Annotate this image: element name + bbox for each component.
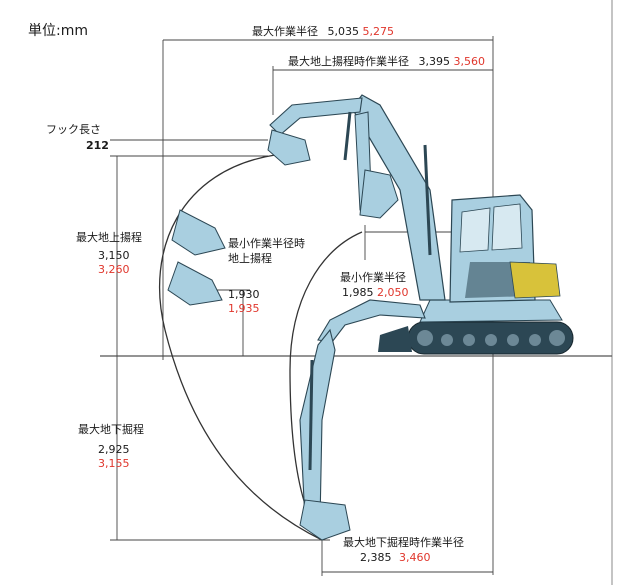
min-working-radius-alt: 2,050: [377, 286, 409, 299]
bucket-bottom: [299, 499, 351, 541]
max-lift-height-alt: 3,260: [98, 263, 130, 276]
arm-lowered: [299, 328, 336, 523]
max-reach-ground-std: 3,395: [418, 55, 451, 68]
dozer-blade: [378, 326, 412, 352]
unit-label: 単位:mm: [28, 23, 88, 39]
bucket-top: [267, 129, 311, 166]
bucket-mid-1: [171, 209, 226, 256]
max-dig-reach-alt: 3,460: [399, 551, 431, 564]
max-reach-std: 5,035: [327, 25, 360, 38]
max-dig-depth-std: 2,925: [98, 443, 130, 456]
min-radius-height-std: 1,930: [228, 288, 260, 301]
max-reach-alt: 5,275: [362, 25, 395, 38]
max-lift-height-caption: 最大地上揚程: [76, 231, 142, 244]
max-dig-reach-std: 2,385: [360, 551, 392, 564]
max-reach-label: 最大作業半径 5,035 5,275: [252, 26, 394, 37]
excavator-machine: [167, 94, 574, 541]
min-radius-height-caption-1: 最小作業半径時: [228, 237, 305, 250]
hook-length-caption: フック長さ: [46, 123, 101, 136]
min-radius-height-alt: 1,935: [228, 302, 260, 315]
min-working-radius-std: 1,985: [342, 286, 374, 299]
max-dig-reach-values: 2,385 3,460: [360, 552, 431, 563]
max-dig-depth-alt: 3,155: [98, 457, 130, 470]
max-reach-ground-label: 最大地上揚程時作業半径 3,395 3,560: [288, 56, 485, 67]
max-dig-depth-caption: 最大地下掘程: [78, 423, 144, 436]
max-lift-height-std: 3,150: [98, 249, 130, 262]
hook-length-value: 212: [86, 139, 109, 152]
min-radius-height-caption-2: 地上揚程: [228, 252, 272, 265]
bucket-min-radius: [359, 169, 399, 219]
max-reach-ground-alt: 3,560: [453, 55, 486, 68]
max-dig-reach-caption: 最大地下掘程時作業半径: [343, 536, 464, 549]
min-working-radius-caption: 最小作業半径: [340, 271, 406, 284]
max-reach-caption: 最大作業半径: [252, 25, 318, 38]
bucket-mid-2: [167, 261, 223, 306]
max-reach-ground-caption: 最大地上揚程時作業半径: [288, 55, 409, 68]
min-working-radius-values: 1,985 2,050: [342, 287, 409, 298]
